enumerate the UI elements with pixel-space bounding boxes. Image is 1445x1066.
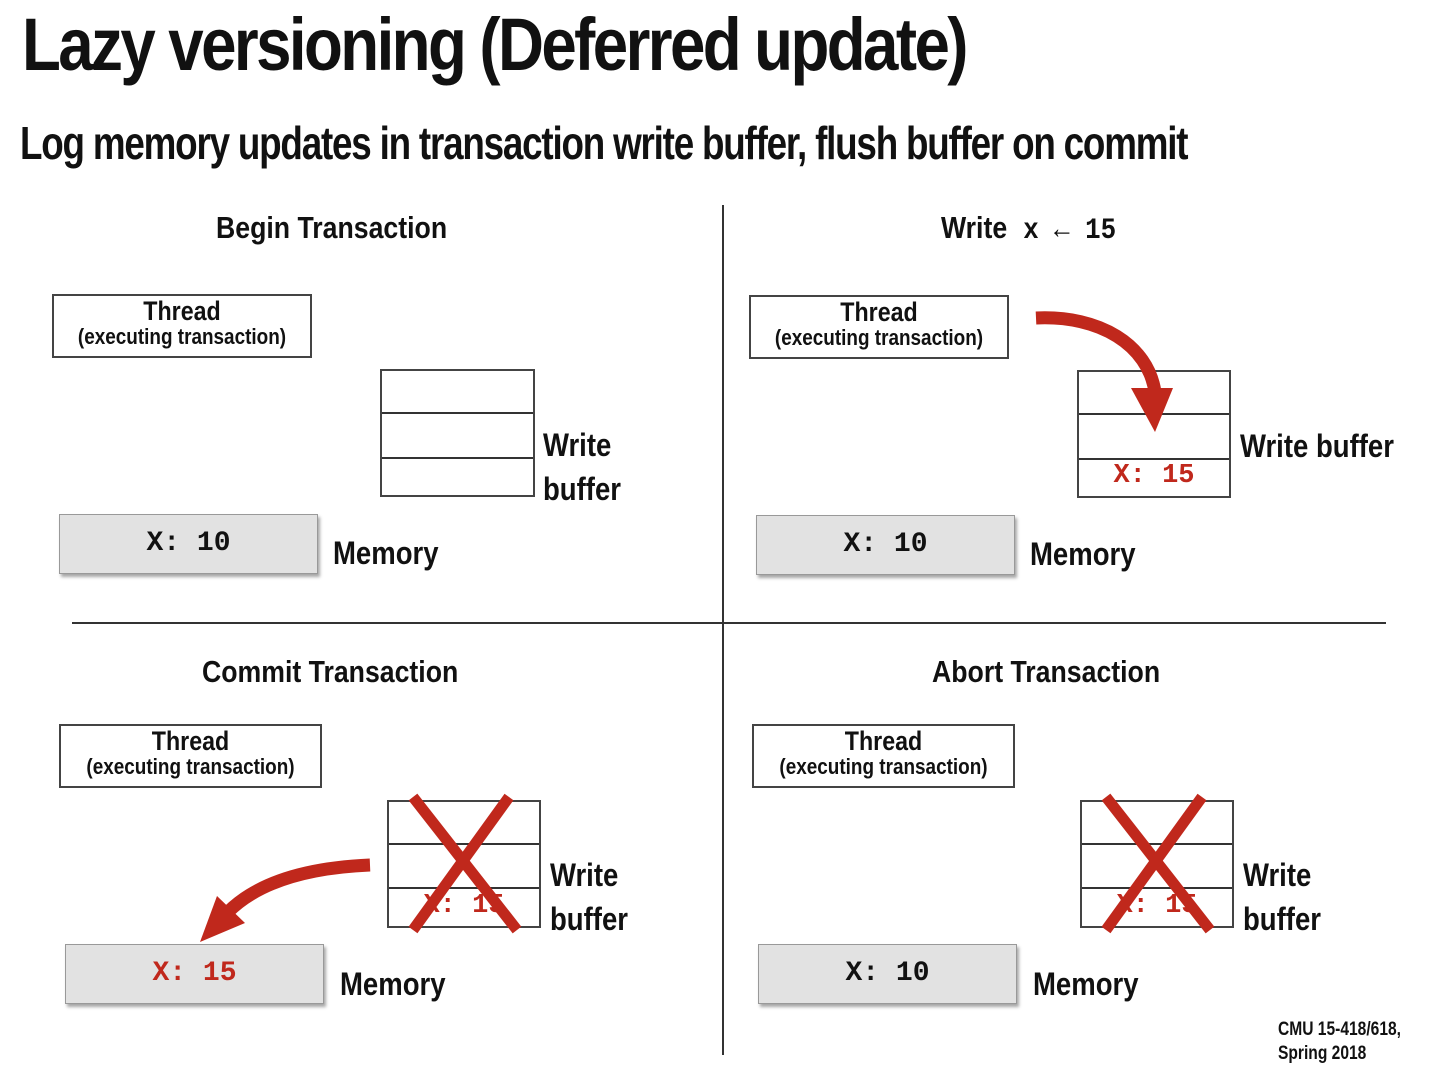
buffer-row-divider (1079, 458, 1229, 460)
thread-sublabel: (executing transaction) (86, 754, 295, 779)
thread-label: Thread (151, 726, 230, 756)
memory-box: X: 10 (756, 515, 1015, 575)
memory-box: X: 10 (758, 944, 1017, 1004)
memory-label: Memory (340, 966, 446, 1002)
footer-line1: CMU 15-418/618, (1278, 1019, 1401, 1040)
buffer-row-divider (382, 412, 533, 414)
thread-label: Thread (840, 297, 918, 327)
thread-box: Thread (executing transaction) (752, 724, 1015, 788)
buffer-label-line1: Write (1243, 857, 1312, 893)
write-buffer (380, 369, 535, 497)
buffer-entry: X: 15 (1113, 461, 1195, 491)
memory-label: Memory (1030, 536, 1136, 572)
buffer-label-line2: buffer (1243, 901, 1321, 937)
memory-box: X: 15 (65, 944, 324, 1004)
thread-box: Thread (executing transaction) (52, 294, 312, 358)
buffer-row-divider (382, 457, 533, 459)
cross-out-icon (408, 793, 514, 934)
buffer-label: Write buffer (543, 423, 621, 511)
thread-label: Thread (844, 726, 923, 756)
thread-sublabel: (executing transaction) (774, 325, 984, 350)
commit-arrowhead-icon (200, 896, 245, 942)
footer-line2: Spring 2018 (1278, 1043, 1367, 1064)
course-footer: CMU 15-418/618, Spring 2018 (1278, 1018, 1401, 1066)
buffer-row-divider (1082, 843, 1232, 845)
buffer-row-divider (1082, 887, 1232, 889)
panel-title-write-code: x ← 15 (1023, 214, 1117, 248)
write-arrow-icon (1035, 311, 1162, 394)
thread-sublabel: (executing transaction) (779, 754, 988, 779)
slide-subtitle: Log memory updates in transaction write … (20, 117, 1189, 169)
buffer-label-line2: buffer (543, 471, 621, 507)
buffer-label: Write buffer (550, 853, 628, 941)
panel-title-commit: Commit Transaction (202, 654, 459, 689)
slide-title: Lazy versioning (Deferred update) (22, 3, 968, 86)
commit-arrow-icon (223, 858, 371, 917)
thread-sublabel: (executing transaction) (77, 324, 287, 349)
buffer-label: Write buffer (1243, 853, 1321, 941)
memory-label: Memory (333, 535, 439, 571)
write-buffer: X: 15 (387, 800, 541, 928)
thread-label: Thread (143, 296, 221, 326)
thread-box: Thread (executing transaction) (749, 295, 1009, 359)
vertical-divider (722, 205, 724, 1055)
buffer-row-divider (389, 887, 539, 889)
horizontal-divider (72, 622, 1386, 624)
thread-box: Thread (executing transaction) (59, 724, 322, 788)
memory-label: Memory (1033, 966, 1139, 1002)
buffer-label-line1: Write (550, 857, 619, 893)
buffer-label-line2: buffer (550, 901, 628, 937)
buffer-label-line1: Write (543, 427, 612, 463)
write-arrowhead-icon (1131, 388, 1173, 432)
memory-box: X: 10 (59, 514, 318, 574)
buffer-row-divider (389, 843, 539, 845)
panel-title-write-prefix: Write (941, 210, 1008, 245)
panel-title-write: Write x ← 15 (941, 212, 1116, 246)
buffer-label: Write buffer (1240, 428, 1394, 464)
cross-out-icon (1101, 793, 1207, 934)
panel-title-abort: Abort Transaction (932, 654, 1161, 689)
panel-title-begin: Begin Transaction (216, 210, 448, 245)
